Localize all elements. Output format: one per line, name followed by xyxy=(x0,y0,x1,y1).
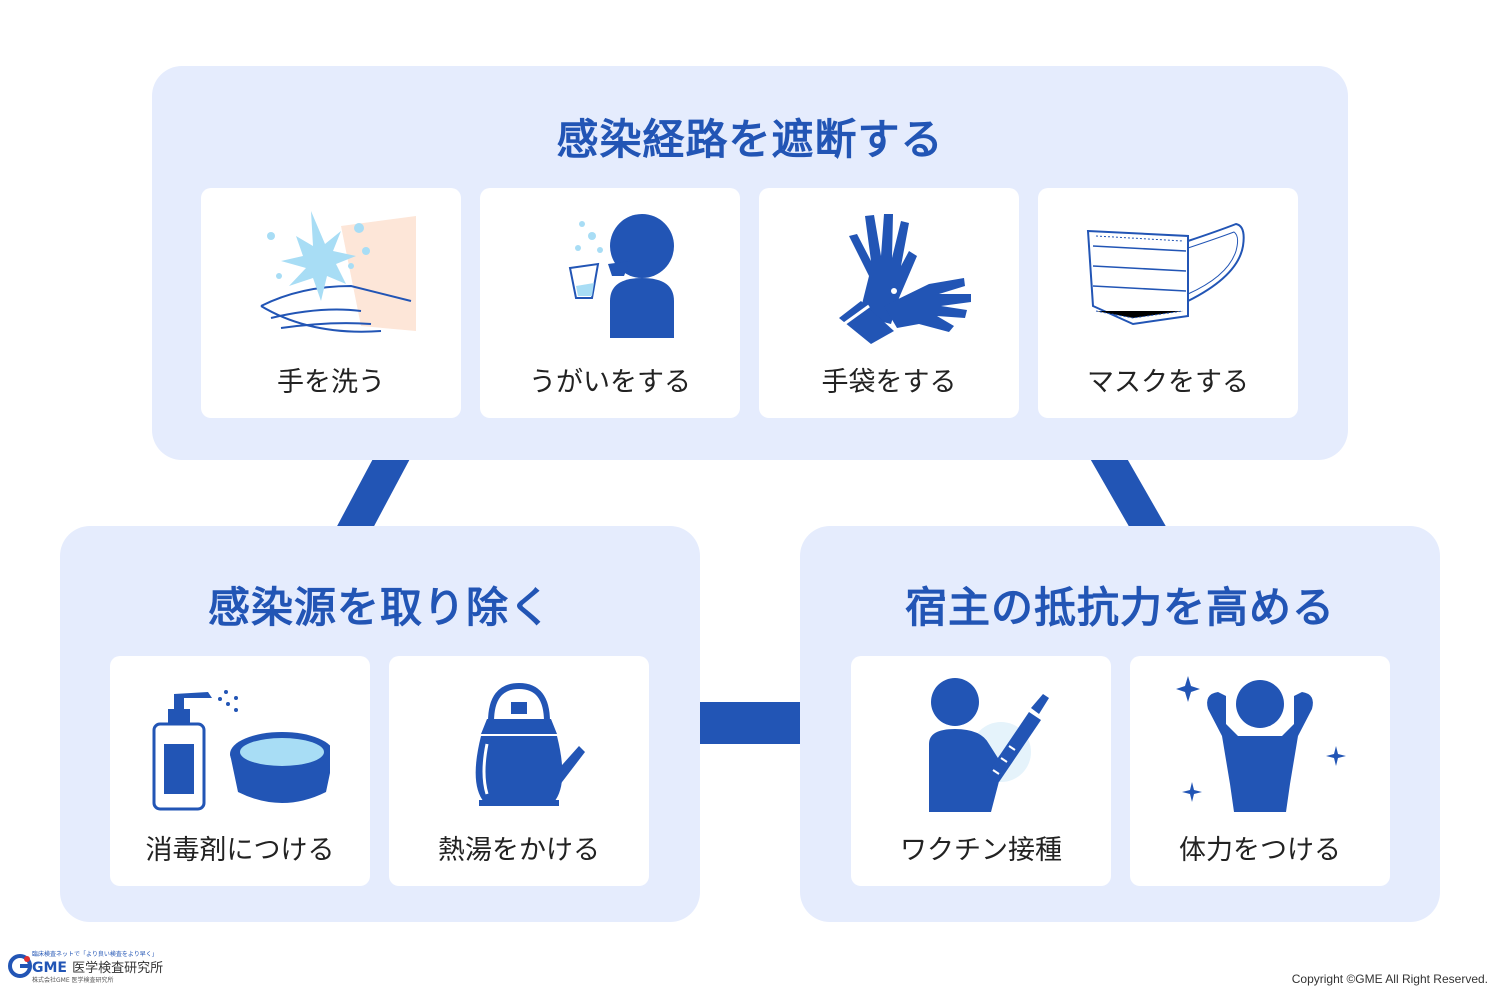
group-title: 感染経路を遮断する xyxy=(556,115,944,164)
card-label: 手袋をする xyxy=(821,367,957,398)
card-label: 手を洗う xyxy=(277,367,385,398)
card-handwashing: 手を洗う xyxy=(201,188,461,418)
card-mask: マスクをする xyxy=(1038,188,1298,418)
gloves-icon xyxy=(839,214,971,344)
logo-subtext: 株式会社GME 医学検査研究所 xyxy=(32,977,114,984)
connector-top-left xyxy=(335,455,412,530)
logo-text: 医学検査研究所 xyxy=(72,961,164,976)
card-disinfectant: 消毒剤につける xyxy=(110,656,370,886)
group-raise-resistance: 宿主の抵抗力を高める ワクチン接種 体力をつける xyxy=(800,526,1440,922)
logo-name: GME xyxy=(32,960,67,976)
card-gargling: うがいをする xyxy=(480,188,740,418)
card-label: 熱湯をかける xyxy=(438,835,600,866)
gme-logo-mark xyxy=(8,954,32,978)
handwashing-icon xyxy=(260,211,416,333)
card-label: 消毒剤につける xyxy=(145,835,335,866)
card-label: 体力をつける xyxy=(1179,835,1341,866)
vaccine-icon xyxy=(929,678,1049,812)
group-block-transmission: 感染経路を遮断する 手を洗う うがいをする xyxy=(152,66,1348,460)
card-kettle: 熱湯をかける xyxy=(389,656,649,886)
strength-icon xyxy=(1176,676,1346,812)
card-strength: 体力をつける xyxy=(1130,656,1390,886)
card-label: ワクチン接種 xyxy=(900,835,1062,866)
group-remove-source: 感染源を取り除く 消毒剤につける 熱湯をか xyxy=(60,526,700,922)
group-title: 宿主の抵抗力を高める xyxy=(904,583,1335,632)
connector-left-right xyxy=(698,702,802,744)
connector-top-right xyxy=(1088,455,1168,530)
logo-tagline: 臨床検査ネットで「より良い検査をより早く」 xyxy=(32,951,158,958)
mask-icon xyxy=(1086,222,1245,326)
card-label: マスクをする xyxy=(1087,367,1249,398)
card-vaccine: ワクチン接種 xyxy=(851,656,1111,886)
kettle-icon xyxy=(475,682,585,806)
card-gloves: 手袋をする xyxy=(759,188,1019,418)
card-label: うがいをする xyxy=(529,367,691,398)
copyright-text: Copyright ©GME All Right Reserved. xyxy=(1291,972,1488,986)
gargling-icon xyxy=(568,214,674,338)
group-title: 感染源を取り除く xyxy=(207,583,552,632)
disinfectant-icon xyxy=(152,690,330,811)
